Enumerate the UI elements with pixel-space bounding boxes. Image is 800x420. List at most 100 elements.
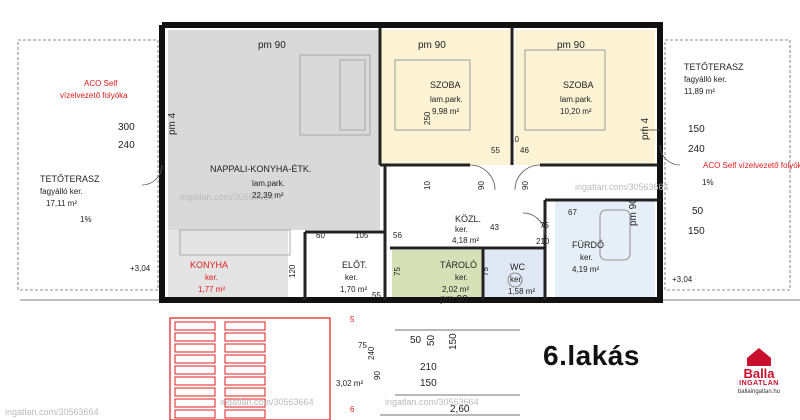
aco-note-right: ACO Self vízelvezető folyóka <box>703 161 800 170</box>
stair-step <box>174 409 216 419</box>
dim-10: 10 <box>510 135 519 144</box>
stair-step <box>224 376 266 386</box>
bathroom-area: 4,19 m² <box>572 265 599 274</box>
stair-step <box>174 365 216 375</box>
logo-name: Balla <box>743 366 775 381</box>
dim-150: 150 <box>688 124 705 135</box>
dim-150d: 150 <box>420 378 437 389</box>
living-room-floor: lam.park. <box>252 179 285 188</box>
kitchen-floor: ker. <box>205 273 218 282</box>
dim-43: 43 <box>490 223 499 232</box>
bedroom2-area: 10,20 m² <box>560 107 592 116</box>
dim-pm90: pm 90 <box>557 40 585 51</box>
dim-50a: 50 <box>426 334 437 346</box>
dim-150b: 150 <box>688 226 705 237</box>
dim-50b: 50 <box>410 335 422 346</box>
entry-name: ELŐT. <box>342 260 367 270</box>
storage-fill <box>392 250 482 302</box>
dim-105: 105 <box>355 231 369 240</box>
bathroom-floor: ker. <box>580 253 593 262</box>
watermark: ingatlan.com/30563664 <box>5 407 99 417</box>
dim-90c: 90 <box>373 371 382 380</box>
bedroom2-floor: lam.park. <box>560 95 593 104</box>
entry-area: 1,70 m² <box>340 285 367 294</box>
dim-300: 300 <box>118 122 135 133</box>
door-terrace-left <box>141 164 163 186</box>
hall-name: KÖZL. <box>455 214 481 224</box>
dim-240b: 240 <box>688 144 705 155</box>
entry-floor: ker. <box>345 273 358 282</box>
outer-wall <box>159 22 663 303</box>
dim-46: 46 <box>520 146 529 155</box>
slope-right: 1% <box>702 178 714 187</box>
dim-120: 120 <box>288 264 297 278</box>
stair-step <box>174 376 216 386</box>
stair-step <box>224 321 266 331</box>
dim-6: 6 <box>350 405 355 414</box>
dim-5: 5 <box>350 315 355 324</box>
stair-step <box>174 387 216 397</box>
dim-60: 60 <box>316 231 325 240</box>
sofa-shape <box>299 54 371 136</box>
logo-url: ballaingatlan.hu <box>737 389 781 395</box>
watermark: ingatlan.com/30563664 <box>180 192 274 202</box>
terrace-right-name: TETŐTERASZ <box>684 62 744 72</box>
bedroom1-fill <box>380 30 510 165</box>
kitchen-area: 1,77 m² <box>198 285 225 294</box>
watermark: ingatlan.com/30563664 <box>575 182 669 192</box>
dim-75b: 75 <box>393 267 402 276</box>
stair-step <box>174 343 216 353</box>
bed2-shape <box>524 49 606 131</box>
bed1-shape <box>394 59 471 131</box>
terrace-left-area: 17,11 m² <box>46 199 77 208</box>
dim-pm90: pm 90 <box>258 40 286 51</box>
dim-pm90: pm 90 <box>628 198 639 226</box>
kitchen-fill <box>168 230 288 300</box>
bathtub-shape <box>599 209 631 261</box>
door-bedroom1 <box>469 164 496 191</box>
stair-step <box>224 409 266 419</box>
dim-75d: 75 <box>358 341 367 350</box>
storage-area: 2,02 m² <box>442 285 469 294</box>
house-body-icon <box>747 358 771 366</box>
terrace-right-floor: fagyálló ker. <box>684 75 727 84</box>
dim-90b: 90 <box>521 181 530 190</box>
dim-55b: 55 <box>372 291 381 300</box>
terrace-right-outline <box>664 39 791 291</box>
terrace-left-outline <box>17 39 159 291</box>
slope-left: 1% <box>80 215 92 224</box>
dim-67: 67 <box>568 208 577 217</box>
stair-step <box>224 365 266 375</box>
terrace-left-name: TETŐTERASZ <box>40 174 100 184</box>
kitchen-counter-shape <box>179 229 291 256</box>
stair-step <box>224 387 266 397</box>
dim-240: 240 <box>118 140 135 151</box>
wc-fill <box>484 250 544 302</box>
wc-area: 1,58 m² <box>508 287 535 296</box>
stair-step <box>174 321 216 331</box>
level-left: +3,04 <box>130 264 151 273</box>
stair-step <box>174 354 216 364</box>
bedroom1-name: SZOBA <box>430 80 461 90</box>
door-terrace-right <box>659 144 681 166</box>
terrace-left-floor: fagyálló ker. <box>40 187 83 196</box>
wc-floor: ker. <box>510 275 523 284</box>
bathroom-fill <box>555 200 655 302</box>
balla-logo: Balla INGATLAN ballaingatlan.hu <box>724 348 794 400</box>
storage-floor: ker. <box>455 273 468 282</box>
toilet-shape <box>507 272 523 288</box>
dim-55: 55 <box>491 146 500 155</box>
dim-pm4: pm 4 <box>167 112 178 135</box>
living-room-area: 22,39 m² <box>252 191 284 200</box>
bedroom1-floor: lam.park. <box>430 95 463 104</box>
stair-step <box>174 398 216 408</box>
dim-250: 250 <box>423 111 432 125</box>
flat-title: 6.lakás <box>543 340 640 371</box>
dim-75c: 75 <box>481 267 490 276</box>
dim-pm90: pm 90 <box>440 294 468 305</box>
level-right: +3,04 <box>672 275 693 284</box>
stair-area: 3,02 m² <box>336 379 363 388</box>
bedroom2-name: SZOBA <box>563 80 594 90</box>
stair-step <box>224 332 266 342</box>
aco-note-left-2: vízelvezető folyóka <box>60 91 128 100</box>
